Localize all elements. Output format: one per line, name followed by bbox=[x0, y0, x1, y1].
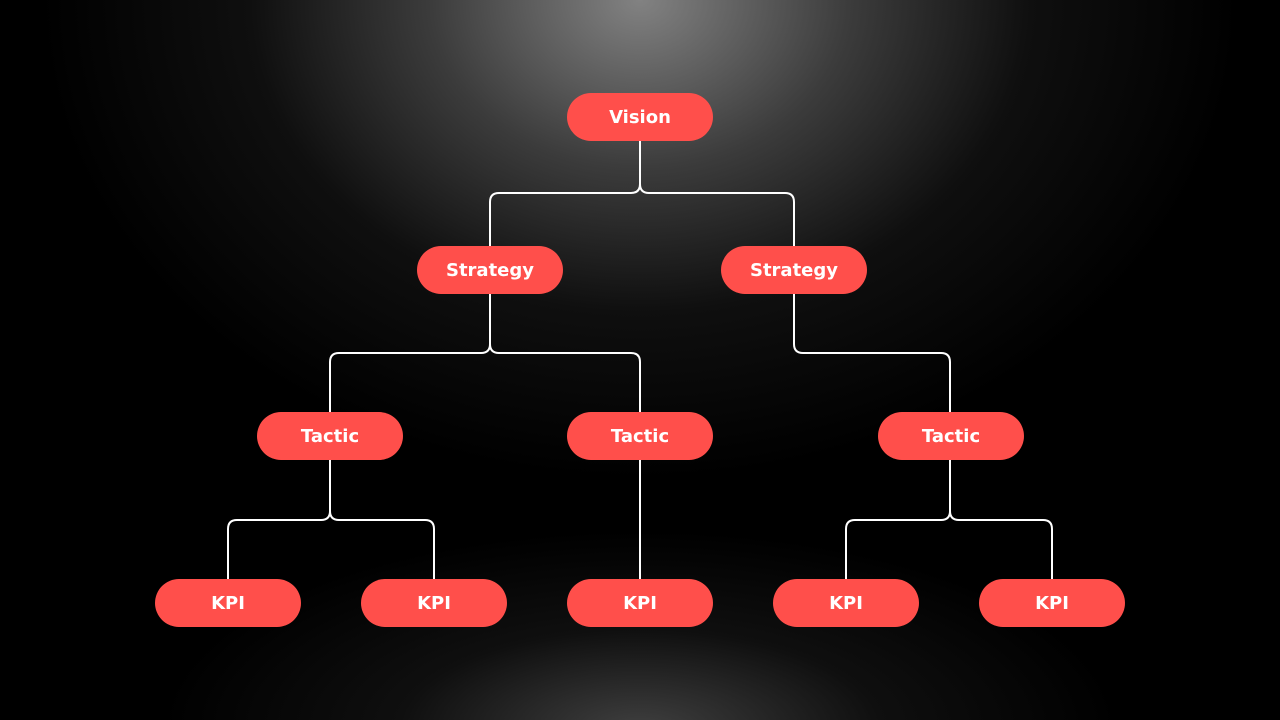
connector-tactic-kpi-5 bbox=[949, 459, 1053, 580]
node-vision: Vision bbox=[567, 93, 713, 141]
node-kpi-1: KPI bbox=[155, 579, 301, 627]
connector-tactic-kpi-2 bbox=[329, 459, 435, 580]
node-kpi-5: KPI bbox=[979, 579, 1125, 627]
node-kpi-3: KPI bbox=[567, 579, 713, 627]
node-kpi-2: KPI bbox=[361, 579, 507, 627]
connector-vision-strategy-right bbox=[639, 140, 795, 247]
node-tactic-2: Tactic bbox=[567, 412, 713, 460]
node-tactic-1: Tactic bbox=[257, 412, 403, 460]
connector-strategy-tactic-2 bbox=[489, 293, 641, 413]
connector-tactic-kpi-4 bbox=[845, 459, 951, 580]
connector-vision-strategy-left bbox=[489, 140, 641, 247]
connector-strategy-tactic-3 bbox=[793, 293, 951, 413]
node-strategy-right: Strategy bbox=[721, 246, 867, 294]
node-strategy-left: Strategy bbox=[417, 246, 563, 294]
node-kpi-4: KPI bbox=[773, 579, 919, 627]
connector-tactic-kpi-1 bbox=[227, 459, 331, 580]
node-tactic-3: Tactic bbox=[878, 412, 1024, 460]
connector-strategy-tactic-1 bbox=[329, 293, 491, 413]
